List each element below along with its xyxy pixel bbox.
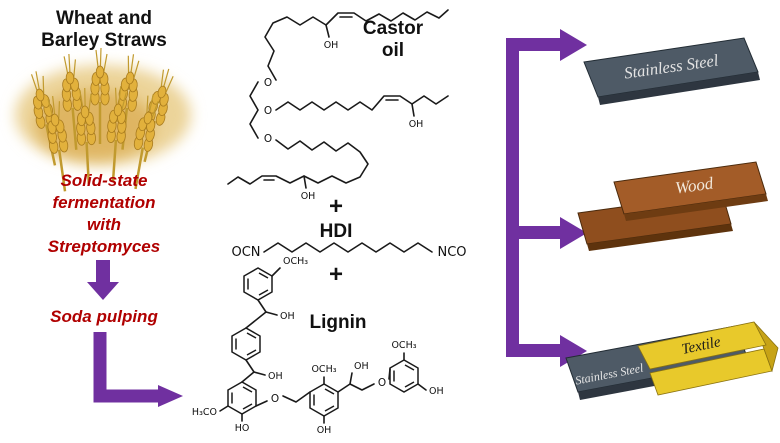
castor-oil-structure: Castor oil O O O OH OH OH <box>227 9 449 202</box>
atom-label-o: O <box>271 393 279 405</box>
title-line2: Barley Straws <box>41 30 167 51</box>
fermentation-text-line1: Solid-state <box>61 171 148 190</box>
hdi-structure: HDI OCN NCO <box>231 221 466 260</box>
atom-label-oh: OH <box>280 311 295 322</box>
oh-tick <box>411 103 415 117</box>
castor-oil-label-line2: oil <box>382 40 404 61</box>
plus-sign-2: + <box>329 261 343 288</box>
fatty-chain-top <box>264 9 449 81</box>
oh-tick <box>253 371 266 376</box>
glycerol-backbone <box>249 81 259 139</box>
linker <box>388 368 391 380</box>
lignin-label: Lignin <box>310 312 367 333</box>
atom-label-oh: OH <box>317 425 332 436</box>
atom-label-och3: OCH₃ <box>391 340 416 351</box>
atom-label-o: O <box>264 105 272 117</box>
branch-arrow-stem <box>506 38 519 356</box>
left-column: Wheat and Barley Straws Solid-state ferm… <box>15 8 191 407</box>
atom-label-oh: OH <box>324 40 339 51</box>
linker <box>241 359 255 383</box>
branch-arrow-top <box>506 29 587 61</box>
atom-label-och3: OCH₃ <box>311 364 336 375</box>
elbow-arrow-head <box>158 385 183 407</box>
wood-plank-lower-side <box>587 224 733 251</box>
hdi-label: HDI <box>320 221 353 242</box>
och3-tick <box>271 267 281 277</box>
ocn-label: OCN <box>231 245 260 260</box>
atom-label-och3: OCH₃ <box>283 256 308 267</box>
atom-label-o: O <box>378 377 386 389</box>
fermentation-text-line4: Streptomyces <box>48 237 160 256</box>
linker <box>337 383 375 393</box>
benzene-ring <box>231 327 261 361</box>
atom-label-oh: OH <box>409 119 424 130</box>
oh-tick <box>325 24 330 38</box>
steel-slab-side <box>598 72 760 105</box>
oh-tick <box>417 383 427 391</box>
soda-pulping-text: Soda pulping <box>50 307 158 326</box>
hdi-chain <box>263 242 433 253</box>
benzene-ring <box>309 383 339 417</box>
steel-textile-sample: Stainless Steel Textile <box>565 321 779 400</box>
benzene-ring <box>243 267 273 301</box>
fermentation-text-line2: fermentation <box>53 193 156 212</box>
atom-label-oh: OH <box>268 371 283 382</box>
atom-label-o: O <box>264 133 272 145</box>
textile-ribbon-upper <box>637 321 767 370</box>
fermentation-text-line3: with <box>87 215 121 234</box>
elbow-arrow-shaft <box>93 332 160 403</box>
atom-label-oh: OH <box>429 386 444 397</box>
nco-label: NCO <box>437 245 466 260</box>
benzene-ring <box>227 381 257 415</box>
fatty-chain-middle <box>275 95 449 111</box>
atom-label-h3co: H₃CO <box>192 407 217 418</box>
linker <box>245 299 267 329</box>
atom-label-oh: OH <box>301 191 316 202</box>
linker <box>282 391 311 403</box>
oh-tick <box>349 372 353 385</box>
atom-label-o: O <box>264 77 272 89</box>
down-arrow <box>87 260 119 300</box>
oh-tick <box>303 175 307 189</box>
fatty-chain-bottom <box>227 139 369 185</box>
plus-sign-1: + <box>329 193 343 220</box>
atom-label-oh: OH <box>354 361 369 372</box>
benzene-ring <box>389 359 419 393</box>
oh-tick <box>265 311 278 316</box>
linker <box>255 400 268 407</box>
title-line1: Wheat and <box>56 8 152 29</box>
lignin-structure: Lignin OCH₃ OH OH H₃CO HO O OCH₃ OH O <box>192 256 444 436</box>
wood-sample: Wood <box>577 161 768 251</box>
wheat-image <box>15 46 191 194</box>
branch-arrow <box>506 29 587 367</box>
wood-plank-upper-side <box>624 194 768 221</box>
h3co-tick <box>219 405 229 412</box>
atom-label-ho: HO <box>235 423 250 434</box>
stainless-steel-sample: Stainless Steel <box>583 37 760 105</box>
castor-oil-label-line1: Castor <box>363 18 424 39</box>
branch-arrow-middle <box>519 217 587 249</box>
